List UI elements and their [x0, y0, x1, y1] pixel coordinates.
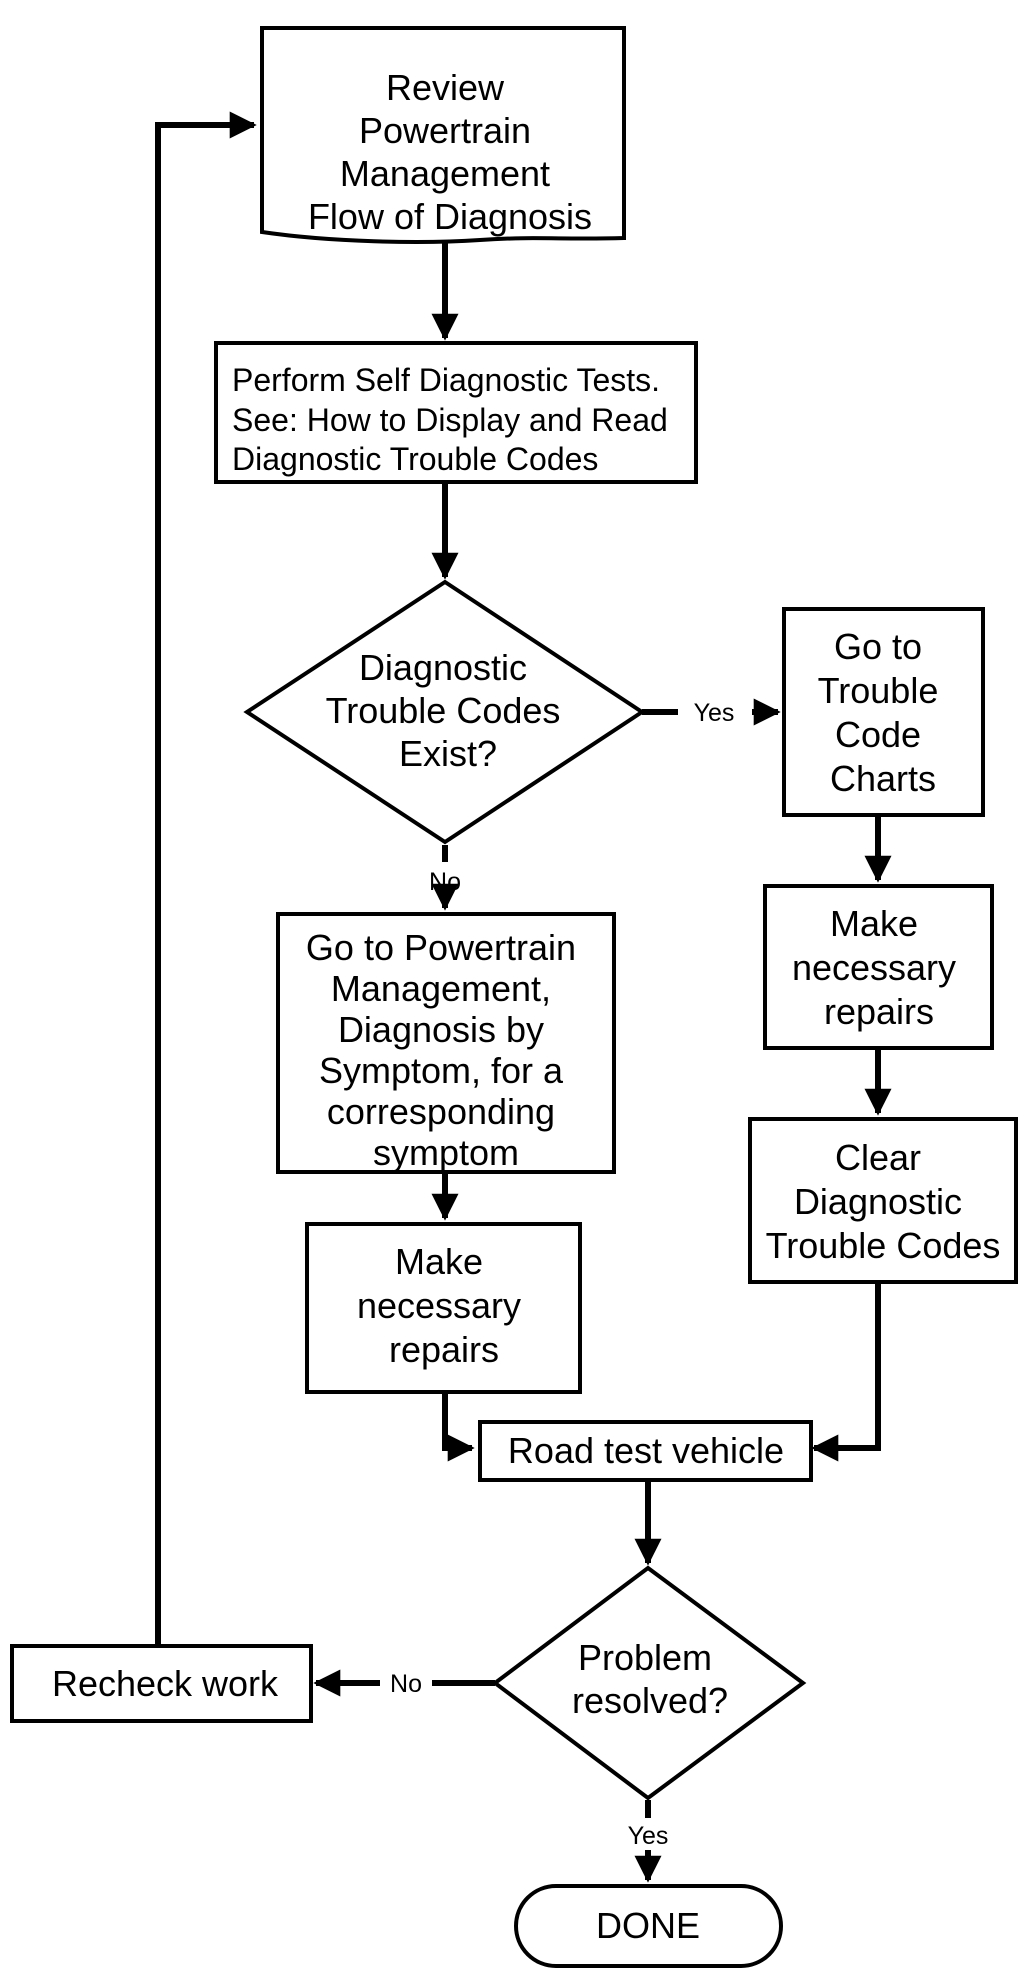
node-repairs-left: [305, 1222, 582, 1394]
text-line: repairs: [389, 1329, 499, 1370]
node-repairs-right-text: Make necessary repairs: [792, 903, 966, 1032]
node-repairs-left-text: Make necessary repairs: [357, 1241, 531, 1370]
node-symptom-text: Go to Powertrain Management, Diagnosis b…: [306, 927, 586, 1173]
edge-label-resolved-yes: Yes: [628, 1822, 669, 1850]
text-line: Charts: [830, 758, 936, 799]
text-line: necessary: [792, 947, 956, 988]
text-line: symptom: [373, 1132, 519, 1173]
edge-repairs-to-roadtest: [442, 1392, 475, 1462]
text-line: resolved?: [572, 1680, 728, 1721]
node-clear-dtc-text: Clear Diagnostic Trouble Codes: [766, 1137, 1001, 1266]
text-line: Powertrain: [359, 110, 531, 151]
node-trouble-charts: [782, 607, 985, 817]
node-clear-dtc: [748, 1117, 1018, 1284]
node-review-text: Review Powertrain Management Flow of Dia…: [308, 67, 592, 237]
text-line: See: How to Display and Read: [232, 402, 668, 438]
node-dtc-exist-text: Diagnostic Trouble Codes Exist?: [326, 647, 571, 774]
text-line: repairs: [824, 991, 934, 1032]
text-line: Trouble Codes: [766, 1225, 1001, 1266]
text-line: Symptom, for a: [319, 1050, 564, 1091]
node-recheck-work: [10, 1644, 313, 1723]
edge-clear-to-roadtest: [811, 1282, 881, 1462]
text-line: Problem: [578, 1637, 712, 1678]
node-review: [260, 26, 626, 244]
text-line: Clear: [835, 1137, 921, 1178]
text-line: Trouble: [818, 670, 939, 711]
text-line: Go to: [834, 626, 922, 667]
edge-label-dtc-no: No: [429, 868, 461, 896]
edge-label-dtc-yes: Yes: [694, 699, 735, 727]
text-line: Exist?: [399, 733, 497, 774]
text-line: Flow of Diagnosis: [308, 196, 592, 237]
text-line: Code: [835, 714, 921, 755]
text-line: Management,: [331, 968, 551, 1009]
edge-label-resolved-no: No: [390, 1670, 422, 1698]
text-line: Diagnostic Trouble Codes: [232, 441, 598, 477]
edge-recheck-to-review: [155, 111, 257, 1646]
text-line: Review: [386, 67, 505, 108]
text-line: Road test vehicle: [508, 1430, 784, 1471]
text-line: Diagnosis by: [338, 1009, 544, 1050]
text-line: Make: [395, 1241, 483, 1282]
text-line: Recheck work: [52, 1663, 279, 1704]
node-perform-tests: [214, 341, 698, 484]
text-line: Perform Self Diagnostic Tests.: [232, 362, 660, 398]
text-line: Trouble Codes: [326, 690, 561, 731]
document-shape: [260, 26, 626, 244]
node-repairs-right: [763, 884, 994, 1050]
text-line: corresponding: [327, 1091, 555, 1132]
text-line: Management: [340, 153, 550, 194]
text-line: Go to Powertrain: [306, 927, 576, 968]
node-symptom: [276, 912, 616, 1174]
text-line: DONE: [596, 1905, 700, 1946]
node-road-test: [478, 1420, 813, 1482]
node-resolved: [491, 1565, 807, 1801]
node-road-test-text: Road test vehicle: [508, 1430, 784, 1471]
node-perform-text: Perform Self Diagnostic Tests. See: How …: [232, 362, 677, 477]
text-line: necessary: [357, 1285, 521, 1326]
text-line: Diagnostic: [359, 647, 527, 688]
text-line: Diagnostic: [794, 1181, 962, 1222]
node-dtc-exist: [243, 579, 646, 845]
node-resolved-text: Problem resolved?: [572, 1637, 728, 1721]
node-done-text: DONE: [596, 1905, 700, 1946]
connectors: [155, 111, 892, 1883]
text-line: Make: [830, 903, 918, 944]
node-done: [514, 1884, 783, 1968]
node-trouble-charts-text: Go to Trouble Code Charts: [818, 626, 949, 799]
node-recheck-text: Recheck work: [52, 1663, 279, 1704]
